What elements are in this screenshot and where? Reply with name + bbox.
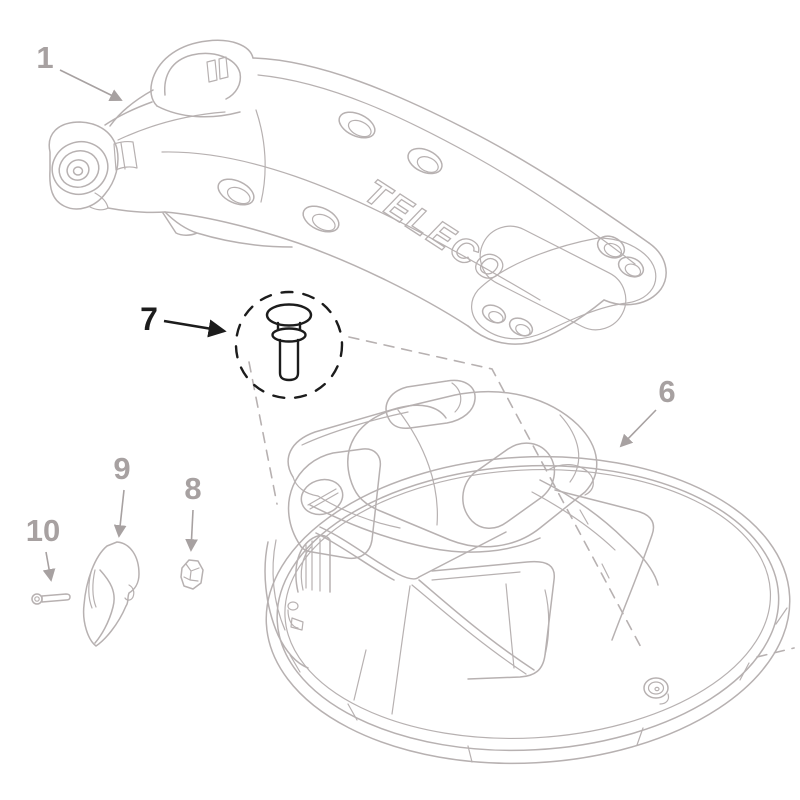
callout-arrow-10: [42, 551, 56, 582]
hinge-cap-top: [385, 379, 476, 429]
part-9-cover-fin: [82, 541, 140, 647]
arm-top-edge: [252, 57, 650, 244]
callout-label-10: 10: [26, 513, 60, 548]
hub-band-line: [120, 142, 126, 170]
hinge-assembly: [264, 379, 659, 669]
callout-arrow-6: [619, 409, 657, 448]
body-screw-holes: [217, 111, 443, 233]
callout-label-6: 6: [658, 374, 675, 409]
screw-hole: [508, 317, 534, 337]
lower-flange: [162, 211, 293, 248]
part-1-support-arm: TELECO: [48, 39, 667, 345]
callout-arrow-7: [163, 319, 227, 338]
hub-neck-top: [104, 101, 153, 126]
callout-arrow-1: [59, 69, 123, 101]
part-7-pin-detail: [234, 290, 344, 400]
clip-bracket: [287, 601, 304, 631]
screw-hole: [338, 111, 376, 139]
part-6-dome-base: [264, 379, 791, 765]
dome-rim: [265, 455, 791, 765]
arm-tip-edge: [603, 242, 667, 306]
callout-label-9: 9: [113, 451, 130, 486]
callout-arrow-9: [113, 489, 127, 538]
magnifier-dashed-circle: [234, 290, 344, 400]
dome-interior: [315, 489, 655, 715]
seam-mid: [161, 151, 541, 301]
screw-hole: [617, 256, 645, 278]
callouts: 1 7 6 9 8 10: [26, 40, 676, 582]
hinge-hood: [347, 390, 598, 548]
arm-bottom-edge: [164, 211, 469, 327]
hook-outer: [150, 39, 254, 107]
hook-inner: [164, 52, 242, 100]
slot-arch: [295, 534, 331, 593]
hub-foot: [89, 192, 109, 211]
hook-slot-1: [206, 59, 218, 83]
part-8-nut: [180, 559, 204, 590]
left-neck-edge: [109, 89, 154, 127]
screw-hole: [481, 304, 507, 324]
hook-to-body: [156, 105, 241, 118]
callout-label-8: 8: [184, 471, 201, 506]
dome-screw-boss: [643, 677, 670, 705]
pin: [265, 303, 313, 382]
part-10-screw: [31, 593, 71, 605]
seam-top: [257, 74, 636, 265]
arm-plate-bottom-edge: [467, 299, 605, 345]
screw-hole: [596, 235, 626, 259]
hinge-foot: [309, 504, 541, 553]
hub-neck-bottom: [107, 207, 166, 214]
plate-inner-outline: [471, 237, 657, 340]
hub-band: [113, 141, 138, 171]
teleco-logo-text: TELECO: [358, 172, 513, 292]
rim-ticks: [289, 607, 788, 763]
hook-slot-2: [218, 56, 229, 80]
screw-hole: [407, 147, 443, 175]
callout-label-7: 7: [140, 301, 158, 337]
plate-slot: [479, 225, 627, 331]
seam-vertical: [255, 109, 266, 203]
callout-label-1: 1: [36, 40, 53, 75]
hinge-barrel: [287, 404, 447, 478]
screw-hole: [217, 178, 255, 206]
mounting-plate: [471, 225, 657, 340]
screw-hole: [302, 205, 340, 233]
hub-roller: [48, 101, 166, 214]
hinge-right-cap: [462, 442, 556, 529]
callout-arrow-8: [185, 509, 198, 552]
seam-hook-blend: [117, 111, 226, 141]
